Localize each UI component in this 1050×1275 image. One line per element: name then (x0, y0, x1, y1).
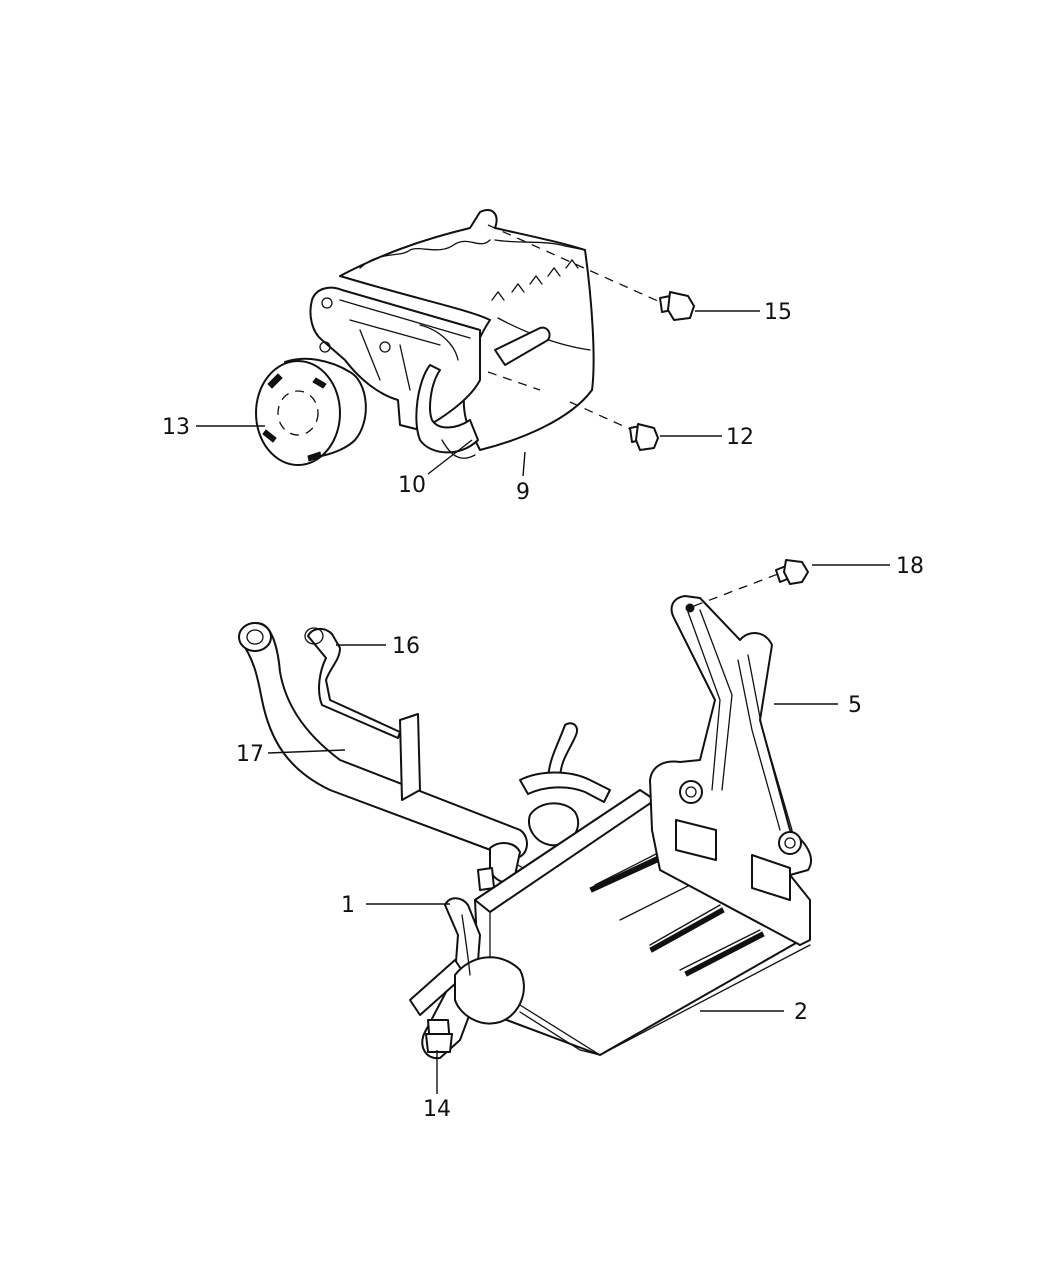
callout-15: 15 (764, 300, 792, 325)
leader-17 (267, 749, 346, 754)
upper-assembly (255, 209, 695, 466)
callout-14: 14 (423, 1097, 451, 1122)
bolt-12 (487, 371, 659, 451)
callout-5: 5 (848, 693, 862, 718)
callout-16: 16 (392, 634, 420, 659)
leader-10 (427, 439, 473, 475)
shield-housing (339, 209, 595, 451)
pump-motor (255, 357, 367, 466)
canister-bracket (649, 559, 812, 946)
lower-assembly (238, 559, 812, 1060)
callout-18: 18 (896, 554, 924, 579)
callout-1: 1 (341, 893, 355, 918)
callout-17: 17 (236, 742, 264, 767)
callout-12: 12 (726, 425, 754, 450)
callout-9: 9 (516, 480, 530, 505)
leader-lines (196, 310, 890, 1094)
lower-bracket (409, 897, 525, 1060)
leader-9 (522, 451, 526, 477)
canister-hoses (477, 722, 611, 891)
callout-2: 2 (794, 1000, 808, 1025)
pump-hose (415, 364, 479, 459)
bolt-15 (487, 224, 695, 321)
callout-labels: 15 13 12 10 9 18 16 5 17 1 2 14 (162, 300, 924, 1122)
pump-frame (309, 286, 481, 431)
callout-13: 13 (162, 415, 190, 440)
vent-tube (238, 622, 561, 875)
callout-10: 10 (398, 473, 426, 498)
